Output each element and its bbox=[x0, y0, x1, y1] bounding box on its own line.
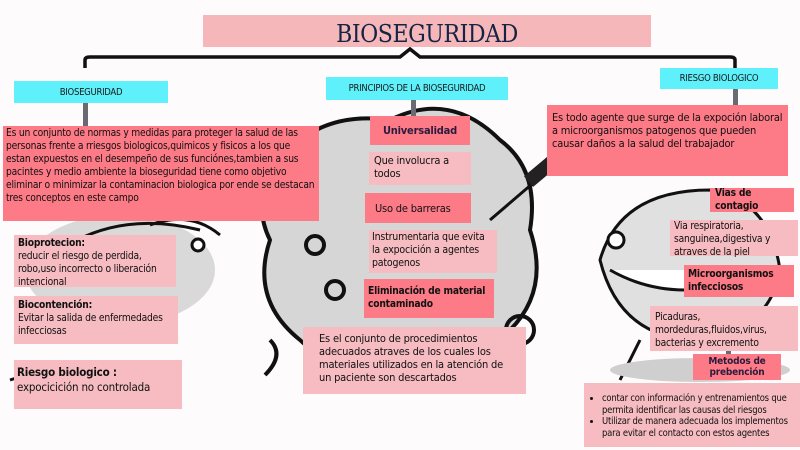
connector-stem bbox=[733, 89, 738, 106]
concept-riesgo-biologico: Riesgo biologico : expocicición no contr… bbox=[14, 360, 182, 409]
prevention-bullet: contar con información y entrenamientos … bbox=[602, 393, 796, 416]
connector-stem bbox=[411, 100, 416, 117]
concept-text: Evitar la salida de enfermedades infecci… bbox=[18, 313, 163, 337]
branch-label-bioseguridad: BIOSEGURIDAD bbox=[14, 81, 168, 103]
microorganismos-title: Microorganismos infecciosos bbox=[684, 265, 794, 297]
concept-title: Riesgo biologico : bbox=[17, 365, 117, 379]
riesgo-biologico-definition: Es todo agente que surge de la expoción … bbox=[547, 105, 788, 176]
bioseguridad-definition: Es un conjunto de normas y medidas para … bbox=[3, 126, 319, 221]
concept-text: reducir el riesgo de perdida, robo,uso i… bbox=[18, 251, 157, 288]
principle-barreras-text: Instrumentaria que evita la expocición a… bbox=[369, 230, 497, 273]
branch-label-principios: PRINCIPIOS DE LA BIOSEGURIDAD bbox=[326, 77, 508, 100]
principle-barreras-title: Uso de barreras bbox=[365, 193, 471, 223]
principle-eliminacion-text: Es el conjunto de procedimientos adecuad… bbox=[303, 327, 526, 394]
vias-contagio-title: Vias de contagio bbox=[710, 188, 794, 212]
microorganismos-text: Picaduras, mordeduras,fluidos,virus, bac… bbox=[650, 306, 798, 351]
metodos-prevencion-list: contar con información y entrenamientos … bbox=[584, 383, 800, 447]
branch-label-riesgo-biologico: RIESGO BIOLOGICO bbox=[660, 68, 778, 89]
concept-title: Biocontención: bbox=[18, 300, 93, 311]
vias-contagio-text: Via respiratoria, sanguinea,digestiva y … bbox=[670, 220, 798, 258]
principle-universalidad-text: Que involucra a todos bbox=[369, 152, 471, 185]
principle-universalidad-title: Universalidad bbox=[370, 116, 470, 145]
principle-eliminacion-title: Eliminación de material contaminado bbox=[364, 279, 494, 318]
page-title: BIOSEGURIDAD bbox=[336, 20, 518, 48]
concept-text: expocicición no controlada bbox=[17, 380, 151, 394]
title-banner bbox=[203, 15, 651, 47]
concept-bioproteccion: Bioprotecion: reducir el riesgo de perdi… bbox=[14, 235, 176, 288]
prevention-bullet: Utilizar de manera adecuada los implemen… bbox=[602, 416, 796, 439]
concept-biocontencion: Biocontención: Evitar la salida de enfer… bbox=[14, 296, 178, 344]
brace-connector bbox=[83, 46, 737, 68]
metodos-prevencion-title: Metodos de prebención bbox=[693, 354, 781, 380]
concept-title: Bioprotecion: bbox=[18, 238, 85, 249]
connector-stem bbox=[83, 103, 88, 127]
connector-stem bbox=[726, 351, 731, 355]
